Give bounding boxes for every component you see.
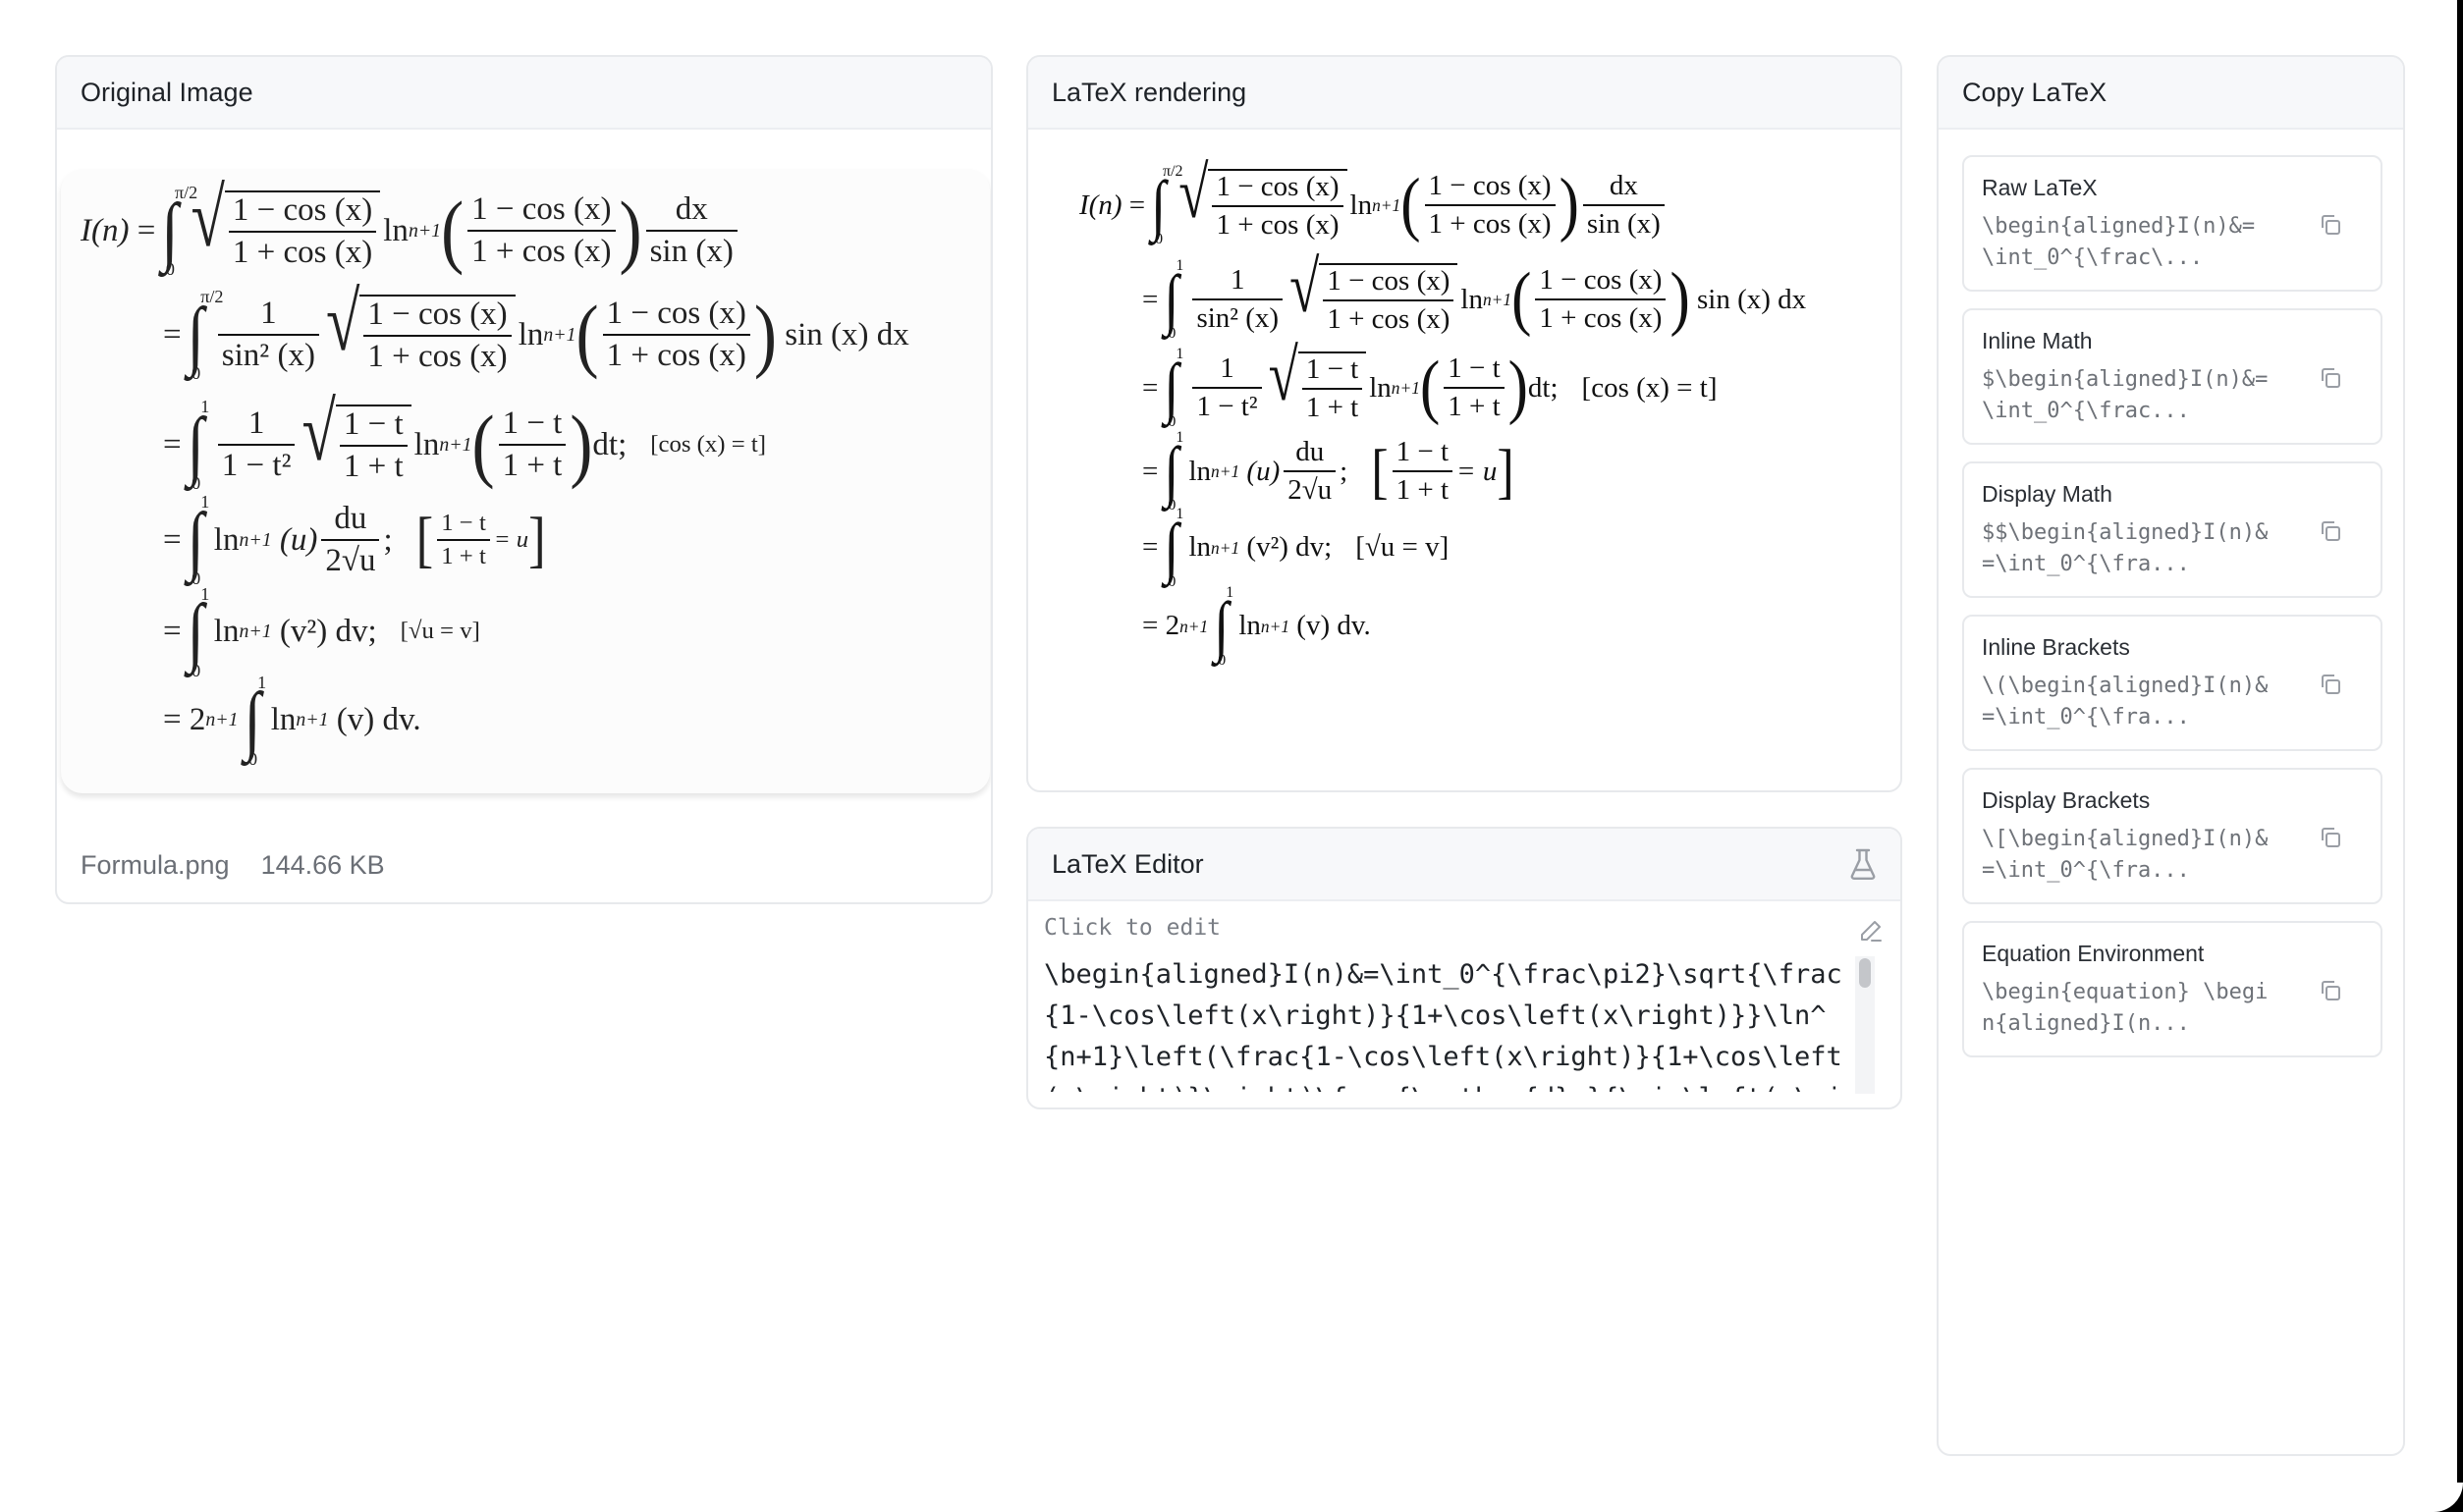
copy-latex-panel: Copy LaTeX Raw LaTeX \begin{aligned}I(n)… (1937, 55, 2405, 1456)
copy-card-label: Display Math (1982, 481, 2112, 507)
latex-source-textarea[interactable]: \begin{aligned}I(n)&=\int_0^{\frac\pi2}\… (1044, 959, 1842, 1092)
panel-header: LaTeX rendering (1028, 57, 1900, 130)
lhs: I(n) (81, 212, 130, 248)
latex-editor-panel: LaTeX Editor Click to edit \begin{aligne… (1026, 827, 1902, 1109)
copy-card-preview: \begin{equation} \begi n{aligned}I(n... (1982, 980, 2269, 1036)
window-edge (2457, 0, 2463, 1512)
scrollbar-thumb[interactable] (1859, 958, 1871, 988)
file-size: 144.66 KB (260, 850, 385, 880)
panel-header: Copy LaTeX (1939, 57, 2403, 130)
editor-scrollbar[interactable] (1855, 956, 1875, 1094)
copy-card-label: Display Brackets (1982, 787, 2151, 813)
copy-card-raw-latex[interactable]: Raw LaTeX \begin{aligned}I(n)&= \int_0^{… (1962, 155, 2382, 292)
flask-icon[interactable] (1849, 848, 1877, 880)
pencil-icon[interactable] (1859, 919, 1883, 947)
copy-card-label: Equation Environment (1982, 941, 2205, 966)
copy-card-inline-math[interactable]: Inline Math $\begin{aligned}I(n)&= \int_… (1962, 308, 2382, 445)
copy-card-display-brackets[interactable]: Display Brackets \[\begin{aligned}I(n)& … (1962, 768, 2382, 904)
copy-icon[interactable] (2318, 672, 2343, 697)
file-meta: Formula.png 144.66 KB (81, 850, 385, 881)
file-name: Formula.png (81, 850, 230, 880)
sqrt: √1 − cos (x)1 + cos (x) (192, 176, 381, 271)
copy-card-label: Raw LaTeX (1982, 175, 2098, 200)
copy-icon[interactable] (2318, 518, 2343, 544)
copy-card-equation-environment[interactable]: Equation Environment \begin{equation} \b… (1962, 921, 2382, 1057)
window-corner (2434, 1483, 2463, 1512)
copy-card-display-math[interactable]: Display Math $$\begin{aligned}I(n)& =\in… (1962, 461, 2382, 598)
copy-icon[interactable] (2318, 825, 2343, 850)
copy-card-label: Inline Brackets (1982, 634, 2130, 660)
copy-icon[interactable] (2318, 212, 2343, 238)
panel-header: Original Image (57, 57, 991, 130)
click-to-edit-hint: Click to edit (1044, 915, 1222, 941)
panel-title: Original Image (81, 77, 253, 107)
copy-card-preview: \[\begin{aligned}I(n)& =\int_0^{\fra... (1982, 827, 2269, 883)
copy-card-preview: \begin{aligned}I(n)&= \int_0^{\frac\... (1982, 214, 2256, 270)
copy-card-preview: $$\begin{aligned}I(n)& =\int_0^{\fra... (1982, 520, 2269, 576)
copy-icon[interactable] (2318, 978, 2343, 1003)
panel-title: LaTeX Editor (1052, 848, 1204, 879)
copy-icon[interactable] (2318, 365, 2343, 391)
copy-card-preview: $\begin{aligned}I(n)&= \int_0^{\frac... (1982, 367, 2269, 423)
panel-title: LaTeX rendering (1052, 77, 1247, 107)
ln: ln (383, 212, 409, 248)
copy-card-preview: \(\begin{aligned}I(n)& =\int_0^{\fra... (1982, 674, 2269, 729)
copy-card-label: Inline Math (1982, 328, 2093, 353)
editor-body[interactable]: Click to edit \begin{aligned}I(n)&=\int_… (1028, 901, 1900, 1094)
panel-title: Copy LaTeX (1962, 77, 2107, 107)
panel-header: LaTeX Editor (1028, 829, 1900, 901)
copy-card-inline-brackets[interactable]: Inline Brackets \(\begin{aligned}I(n)& =… (1962, 615, 2382, 751)
equals: = (137, 212, 156, 248)
